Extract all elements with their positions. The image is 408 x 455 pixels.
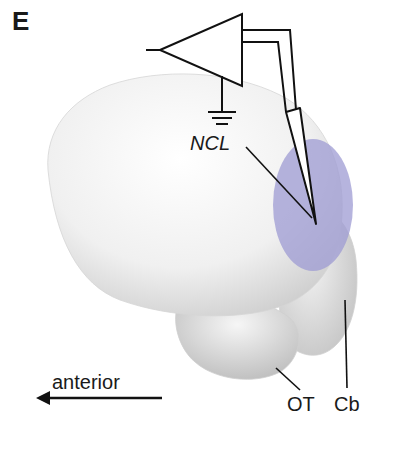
panel-letter: E bbox=[12, 8, 29, 34]
amplifier-symbol bbox=[160, 14, 242, 86]
wire bbox=[242, 42, 286, 112]
direction-arrow bbox=[46, 397, 162, 400]
region-label: Cb bbox=[334, 394, 360, 414]
direction-label: anterior bbox=[52, 372, 120, 392]
leader-line bbox=[345, 300, 347, 388]
region-label: NCL bbox=[190, 133, 230, 153]
ground-symbol bbox=[208, 111, 236, 113]
region-label: OT bbox=[287, 394, 315, 414]
leader-line bbox=[276, 368, 300, 390]
leader-line bbox=[246, 147, 312, 218]
